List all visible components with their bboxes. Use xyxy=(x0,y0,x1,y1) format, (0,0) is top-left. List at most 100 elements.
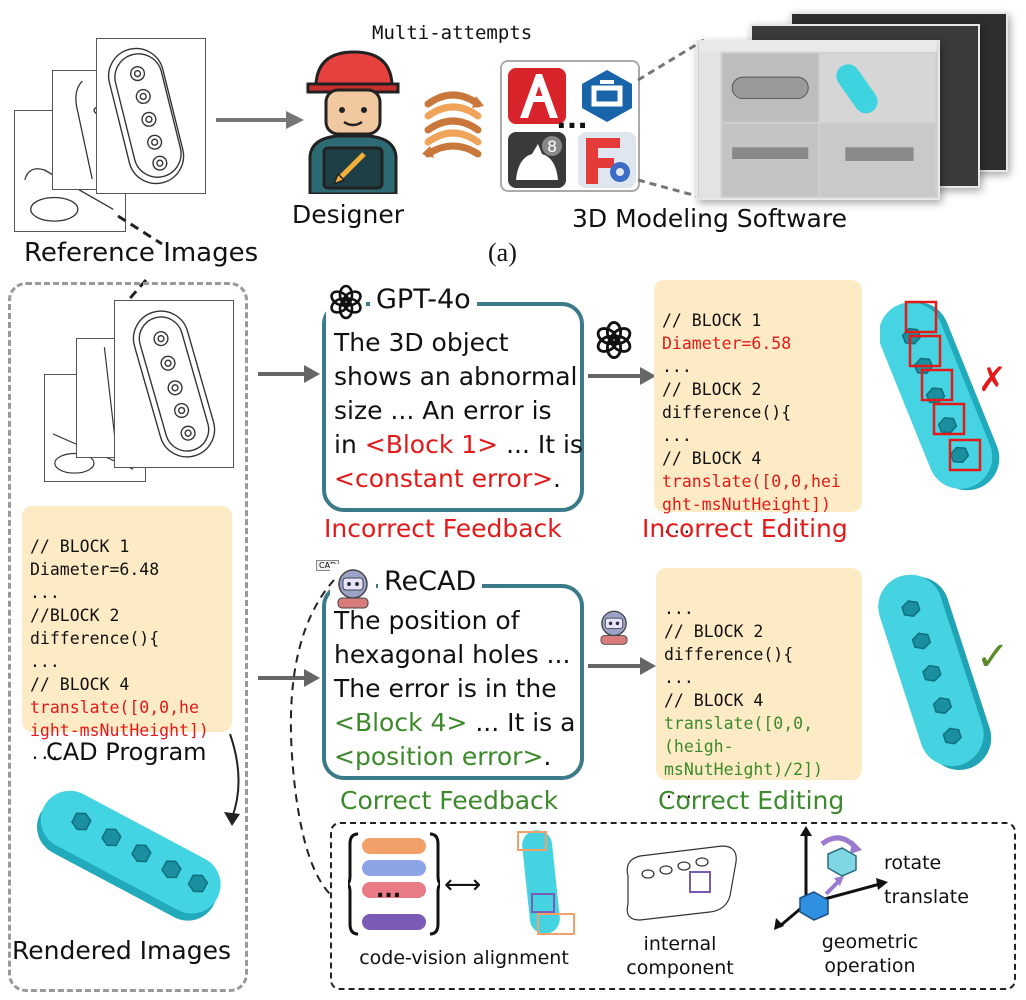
arrow-to-recad-edit xyxy=(588,657,656,675)
code-line: ... xyxy=(664,599,694,618)
reference-images-label: Reference Images xyxy=(24,238,259,268)
error-type: <constant error> xyxy=(334,464,554,493)
recad-title: ReCAD xyxy=(378,566,483,597)
internal-component-label: internal component xyxy=(620,932,740,980)
designer-icon xyxy=(306,50,400,194)
correct-mark-icon: ✓ xyxy=(976,634,1010,680)
code-line: ... xyxy=(30,583,60,602)
code-line-error: translate([0,0,he xyxy=(30,698,199,717)
rendered-image xyxy=(37,790,221,921)
error-type: <position error> xyxy=(334,742,544,771)
code-line: ... xyxy=(30,652,60,671)
block-reference: <Block 4> xyxy=(334,708,468,737)
code-line: difference(){ xyxy=(664,645,794,664)
code-line: ... xyxy=(662,357,692,376)
code-line-error: Diameter=6.58 xyxy=(662,334,792,353)
arrow-to-designer xyxy=(216,111,304,129)
sketchup-icon xyxy=(582,70,632,122)
text-fragment: . xyxy=(543,742,552,771)
code-line-fixed: translate([0,0, xyxy=(664,714,814,733)
error-highlight-boxes xyxy=(904,300,982,472)
code-line: ... xyxy=(662,426,692,445)
rendered-images-label: Rendered Images xyxy=(12,936,231,965)
recad-to-bottom-connector xyxy=(289,579,335,897)
software-icons-group: ... 8 xyxy=(500,60,640,192)
reference-image-1 xyxy=(96,38,206,194)
incorrect-mark-icon: ✗ xyxy=(978,360,1007,400)
text-fragment: in xyxy=(334,430,365,459)
alignment-model xyxy=(517,830,575,935)
gpt-feedback-text: The 3D object shows an abnormal size ...… xyxy=(334,326,583,496)
label-line: component xyxy=(626,957,734,979)
internal-component-sketch xyxy=(626,845,737,921)
rotate-label: rotate xyxy=(884,852,942,874)
code-line: // BLOCK 4 xyxy=(30,675,130,694)
recad-robot-small-icon xyxy=(600,610,628,645)
ellipsis-text: ... xyxy=(556,102,588,135)
text-line: shows an abnormal xyxy=(334,362,578,391)
gpt-result-model xyxy=(880,302,1000,491)
autocad-icon xyxy=(508,68,566,124)
label-line: internal xyxy=(643,933,717,955)
incorrect-editing-caption: Incorrect Editing xyxy=(642,514,848,543)
text-line: The 3D object xyxy=(334,328,509,357)
code-line-fixed: (heigh- xyxy=(664,737,734,756)
code-line: difference(){ xyxy=(662,403,792,422)
text-line: size ... An error is xyxy=(334,396,552,425)
designer-label: Designer xyxy=(292,200,404,229)
gpt-title: GPT-4o xyxy=(370,284,477,315)
correct-editing-caption: Correct Editing xyxy=(658,786,845,815)
code-line: // BLOCK 4 xyxy=(664,691,764,710)
block-reference: <Block 1> xyxy=(364,430,499,459)
text-line: in <Block 1> ... It is xyxy=(334,428,583,462)
recad-robot-icon xyxy=(330,564,376,610)
arrow-to-recad xyxy=(258,669,320,687)
software-label: 3D Modeling Software xyxy=(572,204,847,233)
text-line: <Block 4> ... It is a xyxy=(334,706,575,740)
code-dots: ... xyxy=(376,878,402,903)
geometric-operation-icon xyxy=(774,826,888,930)
alignment-arrow-icon: ⟷ xyxy=(444,870,482,900)
text-fragment: ... It is xyxy=(498,430,583,459)
multi-attempts-label: Multi-attempts xyxy=(372,22,533,44)
cad-program-label: CAD Program xyxy=(46,738,207,766)
code-line: // BLOCK 1 xyxy=(30,537,130,556)
code-line: ... xyxy=(664,668,694,687)
recad-capabilities-panel xyxy=(330,822,1016,990)
cycle-arrows-icon xyxy=(422,91,484,158)
code-line: difference(){ xyxy=(30,629,160,648)
text-line: The error is in the xyxy=(334,674,557,703)
connector-lines xyxy=(637,38,705,200)
panel-reference-1 xyxy=(114,300,234,468)
incorrect-feedback-caption: Incorrect Feedback xyxy=(324,514,562,543)
code-line-error: translate([0,0,hei xyxy=(662,472,841,491)
text-fragment: ... It is a xyxy=(467,708,576,737)
arrow-to-gpt-edit xyxy=(588,367,656,385)
code-line: ... xyxy=(664,783,694,802)
freecad-icon xyxy=(578,132,636,188)
code-line: // BLOCK 4 xyxy=(662,449,762,468)
code-line-error: ight-msNutHeight]) xyxy=(30,721,209,740)
code-blocks-icon xyxy=(348,832,440,936)
code-line: ... xyxy=(30,744,60,763)
text-fragment: . xyxy=(553,464,561,493)
svg-text:8: 8 xyxy=(547,137,557,156)
arrow-to-gpt xyxy=(258,365,320,383)
render-arrow xyxy=(224,733,240,826)
software-screenshot-main xyxy=(696,40,940,200)
label-line: operation xyxy=(824,955,916,977)
translate-label: translate xyxy=(884,886,969,908)
label-line: geometric xyxy=(821,931,919,953)
code-line: ... xyxy=(662,518,692,537)
panel-a-label: (a) xyxy=(488,238,517,267)
code-line: Diameter=6.48 xyxy=(30,560,160,579)
recad-feedback-text: The position of hexagonal holes ... The … xyxy=(334,604,575,774)
code-line: // BLOCK 2 xyxy=(662,380,762,399)
input-panel xyxy=(8,282,248,992)
code-vision-alignment-label: code-vision alignment xyxy=(359,947,569,969)
text-line: <position error>. xyxy=(334,740,575,774)
recad-result-model xyxy=(878,574,992,771)
code-line: // BLOCK 1 xyxy=(662,311,762,330)
